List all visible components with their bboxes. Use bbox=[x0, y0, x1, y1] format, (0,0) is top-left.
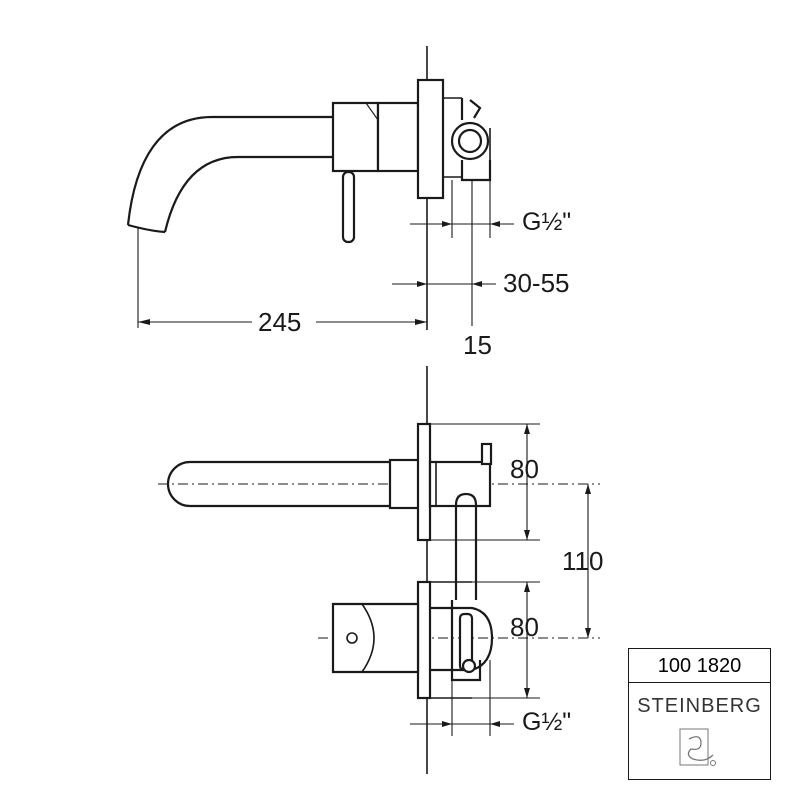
reach-arrow-a bbox=[138, 319, 150, 325]
dim-upper-plate-label: 80 bbox=[510, 454, 539, 484]
dim-reach-label: 245 bbox=[258, 307, 302, 337]
valve-top-lug bbox=[469, 99, 482, 119]
lever-body-curve bbox=[361, 603, 375, 673]
upper-valve-body bbox=[428, 460, 492, 508]
thread-arrow-a bbox=[442, 221, 452, 227]
upper-dim-arrow-b bbox=[524, 530, 530, 540]
dim-lower-thread-label: G½" bbox=[522, 708, 572, 736]
product-code: 100 1820 bbox=[629, 649, 770, 683]
spout-inner-edge bbox=[163, 155, 333, 233]
lever-handle bbox=[341, 170, 356, 244]
side-view bbox=[126, 46, 514, 330]
centres-arrow-b bbox=[585, 628, 591, 638]
steinberg-logo-icon bbox=[679, 728, 716, 766]
lower-thread-arrow-b bbox=[490, 721, 500, 727]
wall-range-arrow-a bbox=[417, 281, 427, 287]
title-block: 100 1820 STEINBERG bbox=[628, 648, 771, 780]
dim-thread-label: G½" bbox=[522, 208, 572, 236]
lower-dim-arrow-b bbox=[524, 688, 530, 698]
thread-arrow-b bbox=[490, 221, 500, 227]
reach-arrow-b bbox=[415, 319, 427, 325]
dim-centres-label: 110 bbox=[562, 546, 604, 576]
lever-body-plan bbox=[331, 602, 420, 674]
spout-plan bbox=[166, 460, 390, 508]
lower-thread-arrow-a bbox=[442, 721, 452, 727]
centres-arrow-a bbox=[585, 484, 591, 494]
dim-lower-plate-label: 80 bbox=[510, 612, 539, 642]
valve-ring-inner bbox=[457, 128, 483, 154]
valve-lower-body bbox=[460, 160, 492, 182]
dim-plate-label: 15 bbox=[463, 330, 492, 360]
connecting-pipe bbox=[454, 492, 478, 600]
lower-wall-plate bbox=[416, 580, 432, 700]
lower-dim-arrow-a bbox=[524, 582, 530, 592]
wall-range-arrow-b bbox=[472, 281, 482, 287]
cartridge-knob bbox=[461, 658, 477, 674]
lever-pivot bbox=[346, 632, 358, 644]
wall-plate bbox=[416, 78, 445, 200]
top-view bbox=[158, 366, 600, 774]
upper-wall-plate bbox=[416, 422, 432, 542]
spout-outer-edge bbox=[126, 115, 333, 226]
dim-wall-range-label: 30-55 bbox=[503, 268, 570, 298]
brand-name: STEINBERG bbox=[637, 695, 762, 717]
spout-outlet bbox=[127, 223, 166, 234]
rosette-body bbox=[376, 101, 420, 173]
upper-valve-tab bbox=[480, 442, 493, 466]
cartridge-outline bbox=[450, 600, 482, 682]
spout-body-chamfer bbox=[365, 102, 379, 121]
upper-dim-arrow-a bbox=[524, 424, 530, 434]
spout-body bbox=[331, 101, 380, 173]
